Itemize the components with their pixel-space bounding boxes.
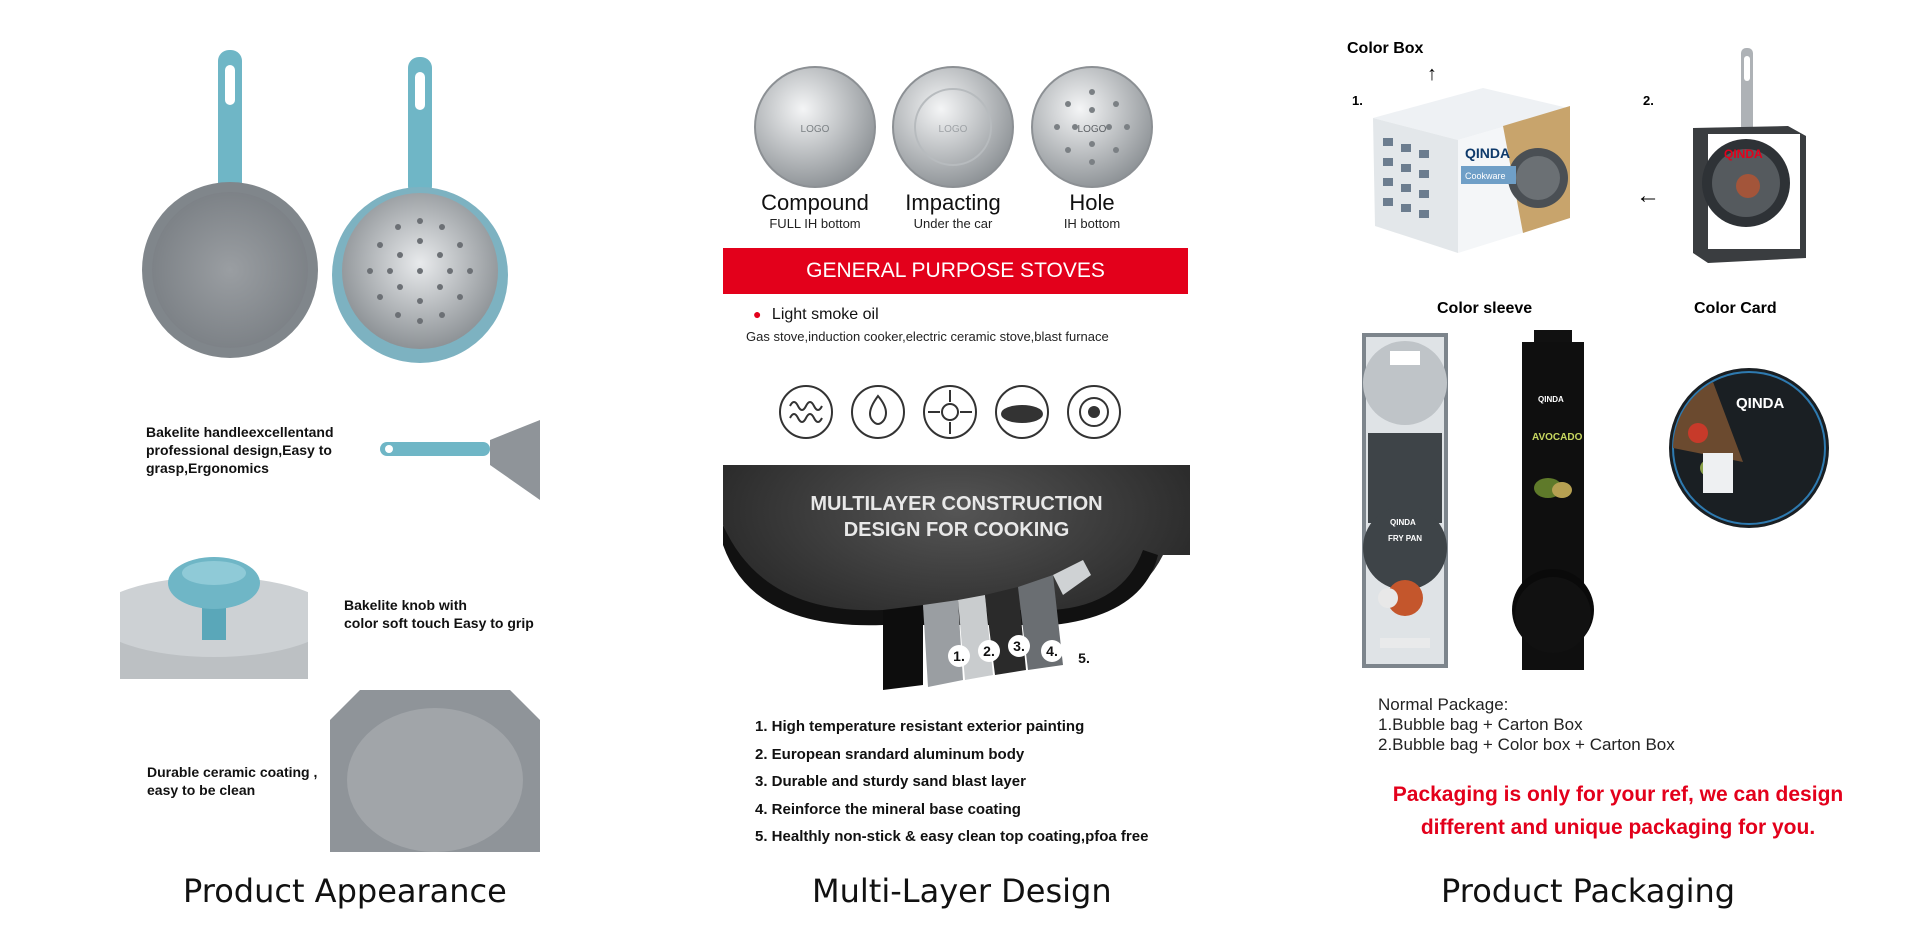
sleeve-brand-text: QINDA: [1390, 518, 1416, 527]
ceramic-hob-icon: [995, 385, 1049, 439]
multilayer-design-caption: Multi-Layer Design: [812, 872, 1112, 910]
package-number-2: 2.: [1643, 93, 1654, 108]
general-purpose-stoves-banner: GENERAL PURPOSE STOVES: [723, 248, 1188, 294]
sleeve-brand-text: QINDA: [1538, 395, 1564, 404]
normal-package-option-1: 1.Bubble bag + Carton Box: [1378, 715, 1583, 734]
disc-logo-text: LOGO: [1078, 124, 1107, 135]
sleeve-brand-text: QINDA: [1724, 147, 1763, 161]
card-brand-text: QINDA: [1736, 395, 1785, 412]
disc-sub: IH bottom: [1063, 216, 1121, 231]
induction-icon: [1067, 385, 1121, 439]
sleeve-avocado-text: AVOCADO: [1532, 432, 1583, 443]
coil-stove-icon: [779, 385, 833, 439]
disc-name: Compound: [761, 190, 869, 215]
disc-impacting-label: Impacting Under the car: [878, 190, 1028, 231]
layer-item: 3. Durable and sturdy sand blast layer: [755, 773, 1026, 790]
product-packaging-caption: Product Packaging: [1441, 872, 1736, 910]
color-sleeve-card-grey: QINDA FRY PAN: [1362, 333, 1448, 668]
normal-package-title: Normal Package:: [1378, 695, 1509, 714]
construction-title-line2: DESIGN FOR COOKING: [843, 519, 1070, 541]
layer-number-3: 3.: [1008, 635, 1030, 657]
layer-number-2: 2.: [978, 640, 1000, 662]
layer-item: 4. Reinforce the mineral base coating: [755, 800, 1021, 818]
flame-icon: [851, 385, 905, 439]
disc-name: Impacting: [905, 190, 1001, 215]
up-arrow-icon: ↑: [1427, 63, 1437, 85]
layer-number-1: 1.: [948, 645, 970, 667]
coating-detail-image: [330, 690, 540, 852]
multilayer-construction-image: MULTILAYER CONSTRUCTION DESIGN FOR COOKI…: [723, 465, 1190, 697]
color-sleeve-heading: Color sleeve: [1437, 300, 1533, 317]
bullet-text: Light smoke oil: [771, 306, 879, 323]
layer-number-4: 4.: [1041, 640, 1063, 662]
gas-burner-icon: [923, 385, 977, 439]
packaging-note-line2: different and unique packaging for you.: [1420, 816, 1816, 839]
stove-types-text: Gas stove,induction cooker,electric cera…: [746, 329, 1109, 344]
bullet-dot-icon: ●: [753, 306, 762, 322]
layer-item: 5. Healthly non-stick & easy clean top c…: [755, 828, 1149, 845]
color-card-heading: Color Card: [1694, 300, 1777, 317]
disc-sub: FULL IH bottom: [769, 216, 861, 231]
disc-logo-text: LOGO: [939, 124, 968, 135]
left-arrow-icon: ←: [1636, 182, 1660, 209]
layer-item: 1. High temperature resistant exterior p…: [755, 718, 1085, 735]
product-appearance-panel: Bakelite handleexcellentand professional…: [0, 0, 620, 947]
disc-logo-text: LOGO: [801, 124, 830, 135]
bottom-discs-image: LOGO LOGO LOGO: [754, 66, 1153, 188]
box-word-text: Cookware: [1465, 171, 1506, 181]
layer-description-list: 1. High temperature resistant exterior p…: [755, 713, 1148, 851]
package-number-1: 1.: [1352, 93, 1363, 108]
handle-detail-image: [380, 420, 540, 500]
sleeve-box-image: QINDA: [1693, 48, 1806, 263]
color-sleeve-card-black: AVOCADO QINDA: [1512, 330, 1594, 670]
disc-sub: Under the car: [913, 216, 993, 231]
color-box-image: QINDA Cookware: [1373, 88, 1570, 253]
construction-title-line1: MULTILAYER CONSTRUCTION: [810, 493, 1103, 515]
box-brand-text: QINDA: [1465, 145, 1510, 161]
layer-item: 2. European srandard aluminum body: [755, 745, 1025, 763]
color-card-image: QINDA: [1669, 368, 1829, 528]
normal-package-text: Normal Package: 1.Bubble bag + Carton Bo…: [1378, 695, 1675, 755]
color-box-heading: Color Box: [1347, 40, 1424, 57]
disc-hole-label: Hole IH bottom: [1017, 190, 1167, 231]
knob-lid-image: [120, 557, 308, 679]
disc-name: Hole: [1069, 190, 1115, 215]
packaging-note-line1: Packaging is only for your ref, we can d…: [1392, 783, 1844, 806]
normal-package-option-2: 2.Bubble bag + Color box + Carton Box: [1378, 735, 1675, 754]
sleeve-fry-pan-text: FRY PAN: [1388, 534, 1422, 543]
disc-compound-label: Compound FULL IH bottom: [740, 190, 890, 231]
stove-icons-row: [779, 385, 1121, 439]
knob-feature-text: Bakelite knob with color soft touch Easy…: [344, 597, 534, 631]
product-appearance-caption: Product Appearance: [183, 872, 507, 910]
layer-number-5: 5.: [1073, 647, 1095, 669]
pan-top-view-image: [142, 50, 508, 363]
packaging-note: Packaging is only for your ref, we can d…: [1368, 778, 1868, 844]
light-smoke-oil-bullet: ● Light smoke oil: [753, 306, 879, 324]
multilayer-design-panel: LOGO LOGO LOGO Compound FULL IH bottom I…: [620, 0, 1240, 947]
coating-feature-text: Durable ceramic coating , easy to be cle…: [147, 764, 318, 798]
handle-feature-text: Bakelite handleexcellentand professional…: [146, 424, 334, 476]
